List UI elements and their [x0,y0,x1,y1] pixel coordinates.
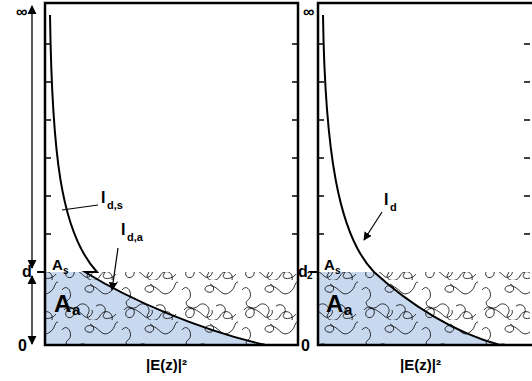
axis-infinity: ∞ [16,4,27,20]
intensity-curve [323,15,500,345]
area-label-subscript: s [63,266,69,276]
panel-frame [45,3,298,345]
right-panel [310,3,532,345]
axis-label: d [22,264,32,280]
area-label-subscript: s [335,266,341,276]
polymer-texture [318,272,530,345]
axis-title: |E(z)|² [400,357,441,372]
axis-label: 0 [301,338,310,354]
area-label-subscript: a [344,302,352,317]
area-label: A [52,257,63,272]
axis-infinity: ∞ [303,4,314,20]
area-label: A [326,292,343,316]
left-panel [32,3,298,345]
area-label-subscript: a [72,302,80,317]
intensity-curve [50,15,265,345]
axis-label-subscript: 2 [307,271,313,281]
polymer-texture [45,272,298,345]
curve-label-subscript: d,s [106,200,124,211]
area-label: A [324,257,335,272]
axis-label: d [298,264,308,280]
axis-title: |E(z)|² [146,357,187,372]
curve-label-subscript: d,a [126,232,144,243]
area-label: A [54,292,71,316]
axis-label: 0 [18,338,27,354]
curve-label-subscript: d [389,202,398,213]
panel-frame [318,3,532,345]
